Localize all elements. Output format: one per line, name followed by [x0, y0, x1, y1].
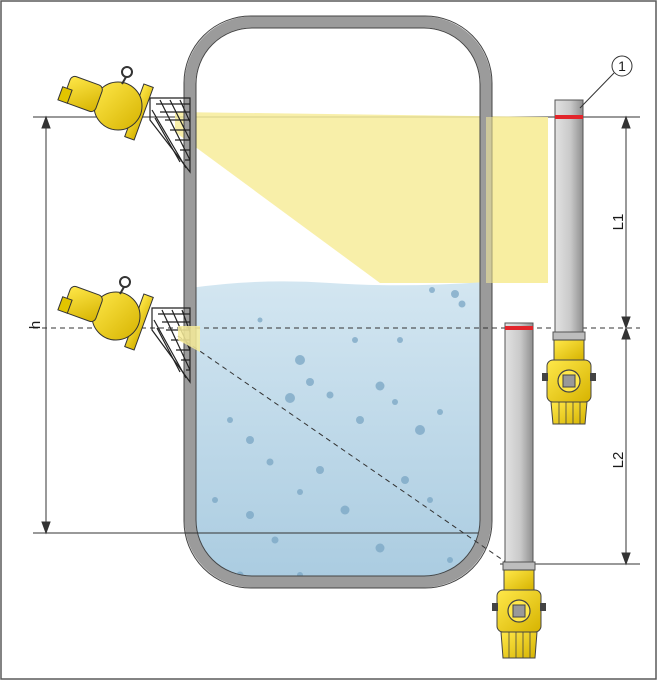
vessel — [184, 16, 492, 588]
transmitter-housing-icon — [542, 339, 596, 425]
L1-dimension — [621, 115, 631, 330]
tube-1-level-mark — [555, 115, 583, 119]
radar-sensor-icon — [57, 66, 191, 174]
callout-1 — [579, 55, 633, 109]
callout-1-number: 1 — [618, 58, 626, 74]
L1-label: L1 — [610, 214, 627, 231]
radar-sensor-icon — [57, 276, 200, 384]
lower-beam-line — [177, 335, 511, 566]
h-label: h — [27, 321, 44, 329]
stilling-tube-2 — [502, 322, 536, 571]
upper-radar-beam — [175, 112, 548, 283]
L2-label: L2 — [610, 452, 627, 469]
transmitter-housing-icon — [492, 569, 546, 659]
L2-dimension — [621, 326, 631, 566]
vessel-liquid — [190, 281, 486, 582]
h-dimension — [41, 115, 51, 535]
stilling-tube-1 — [552, 99, 586, 341]
tube-2-level-mark — [505, 326, 533, 330]
